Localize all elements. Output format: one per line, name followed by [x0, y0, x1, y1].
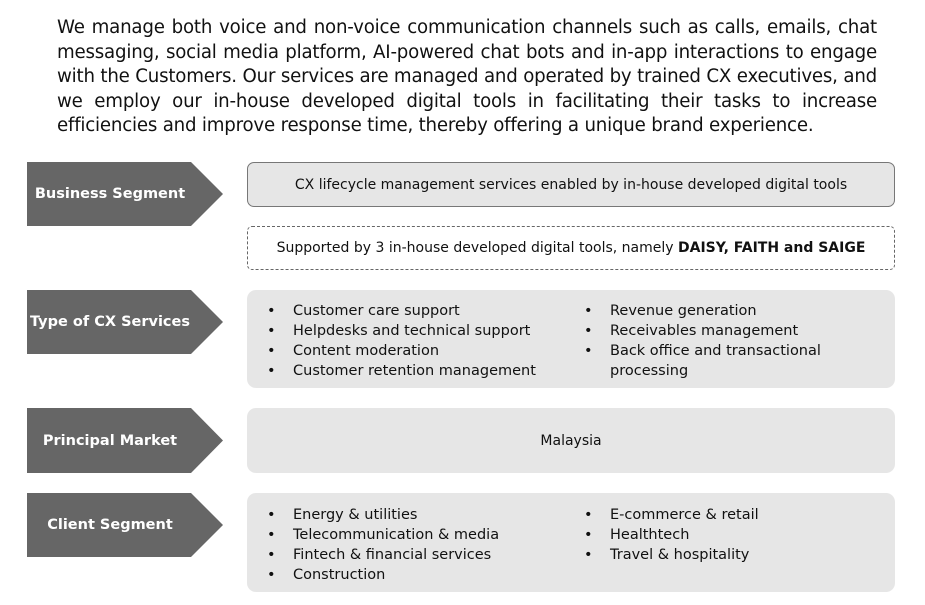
client-segment-list-1: Energy & utilities Telecommunication & m…	[265, 505, 499, 585]
list-item: Customer retention management	[265, 361, 536, 381]
list-item: Construction	[265, 565, 499, 585]
list-item: E-commerce & retail	[582, 505, 759, 525]
list-item: Content moderation	[265, 341, 536, 361]
cx-services-box: Customer care support Helpdesks and tech…	[247, 290, 895, 388]
cx-services-list-2: Revenue generation Receivables managemen…	[582, 301, 895, 381]
client-segment-label: Client Segment	[27, 493, 223, 557]
principal-market-box: Malaysia	[247, 408, 895, 473]
digital-tools-box: Supported by 3 in-house developed digita…	[247, 226, 895, 270]
list-item: Receivables management	[582, 321, 895, 341]
business-segment-box: CX lifecycle management services enabled…	[247, 162, 895, 207]
list-item: Helpdesks and technical support	[265, 321, 536, 341]
list-item: Healthtech	[582, 525, 759, 545]
client-segment-box: Energy & utilities Telecommunication & m…	[247, 493, 895, 592]
list-item: Energy & utilities	[265, 505, 499, 525]
cx-services-label: Type of CX Services	[27, 290, 223, 354]
list-item: Fintech & financial services	[265, 545, 499, 565]
principal-market-label: Principal Market	[27, 408, 223, 473]
list-item: Customer care support	[265, 301, 536, 321]
list-item: Back office and transactional processing	[582, 341, 895, 381]
support-text: Supported by 3 in-house developed digita…	[276, 240, 679, 256]
list-item: Telecommunication & media	[265, 525, 499, 545]
tool-names: DAISY, FAITH and SAIGE	[678, 240, 866, 256]
client-segment-list-2: E-commerce & retail Healthtech Travel & …	[582, 505, 759, 565]
intro-paragraph: We manage both voice and non-voice commu…	[57, 17, 877, 136]
business-segment-label: Business Segment	[27, 162, 223, 226]
list-item: Travel & hospitality	[582, 545, 759, 565]
list-item: Revenue generation	[582, 301, 895, 321]
cx-services-list-1: Customer care support Helpdesks and tech…	[265, 301, 536, 381]
